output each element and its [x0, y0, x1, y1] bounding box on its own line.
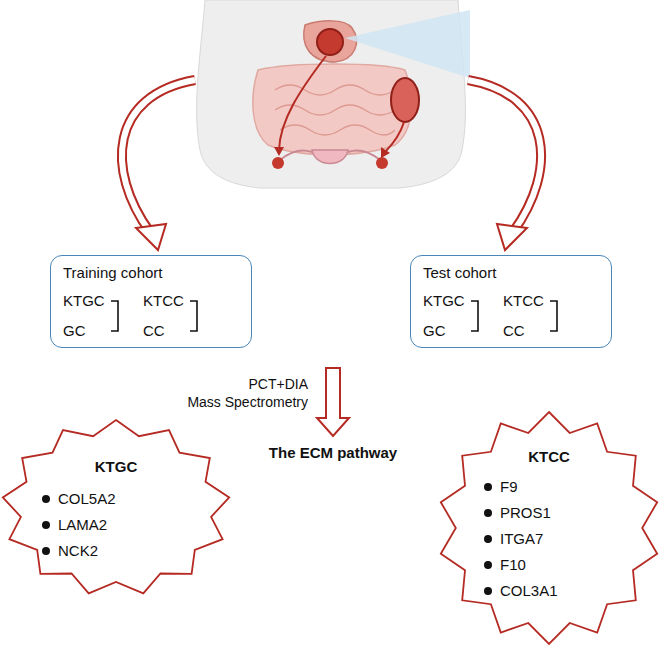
curved-arrow [122, 80, 195, 232]
ovary [272, 157, 284, 169]
gastric-tumor [317, 29, 343, 55]
group-label: KTCC [143, 292, 184, 310]
protein-name: ITGA7 [500, 530, 543, 548]
curved-arrow-fill [468, 80, 541, 232]
method-label: PCT+DIA [248, 376, 308, 393]
arrow-head [381, 147, 390, 158]
star-outline [0, 418, 232, 598]
bullet-dot [42, 521, 50, 529]
bullet-dot [484, 561, 492, 569]
group-label: CC [143, 322, 165, 340]
bullet-dot [42, 495, 50, 503]
curved-arrow-fill [122, 80, 195, 232]
result-star: KTCC F9PROS1ITGA7F10COL3A1 [436, 410, 662, 646]
cohort-box: Training cohortKTGC GC KTCC CC [50, 255, 252, 348]
bracket [189, 299, 201, 333]
ovary [376, 157, 388, 169]
protein-name: NCK2 [58, 542, 98, 560]
bracket [549, 299, 561, 333]
box-title: Training cohort [63, 264, 163, 282]
zoom-wedge [345, 10, 470, 78]
colon-tumor [391, 78, 419, 122]
protein-name: F10 [500, 556, 526, 574]
metastasis-arrow [385, 122, 404, 152]
bullet-dot [484, 483, 492, 491]
protein-name: F9 [500, 478, 518, 496]
protein-name: COL5A2 [58, 490, 116, 508]
group-label: GC [63, 322, 86, 340]
intestines [253, 64, 412, 155]
protein-name: PROS1 [500, 504, 551, 522]
arrow-head [497, 224, 527, 250]
bullet-dot [484, 587, 492, 595]
arrow-head [274, 147, 284, 156]
stomach [304, 21, 357, 62]
curved-arrow [468, 80, 541, 232]
group-label: KTCC [503, 292, 544, 310]
cohort-box: Test cohortKTGC GC KTCC CC [410, 255, 612, 348]
box-title: Test cohort [423, 264, 496, 282]
protein-name: COL3A1 [500, 582, 558, 600]
method-label: Mass Spectrometry [187, 394, 308, 411]
star-heading: KTCC [528, 448, 570, 466]
protein-name: LAMA2 [58, 516, 107, 534]
star-outline [436, 410, 662, 646]
fallopian-tubes [280, 150, 380, 160]
group-label: KTGC [423, 292, 465, 310]
bowel-loops [275, 85, 395, 135]
bracket [110, 299, 122, 333]
result-star: KTGC COL5A2LAMA2NCK2 [0, 418, 232, 598]
bracket [470, 299, 482, 333]
bullet-dot [42, 547, 50, 555]
group-label: CC [503, 322, 525, 340]
arrow-head [136, 224, 166, 250]
group-label: GC [423, 322, 446, 340]
uterus [312, 150, 348, 164]
process-arrow [317, 368, 349, 436]
pathway-label: The ECM pathway [269, 444, 397, 461]
metastasis-arrow [279, 56, 326, 150]
bullet-dot [484, 535, 492, 543]
star-heading: KTGC [95, 458, 138, 476]
bullet-dot [484, 509, 492, 517]
group-label: KTGC [63, 292, 105, 310]
